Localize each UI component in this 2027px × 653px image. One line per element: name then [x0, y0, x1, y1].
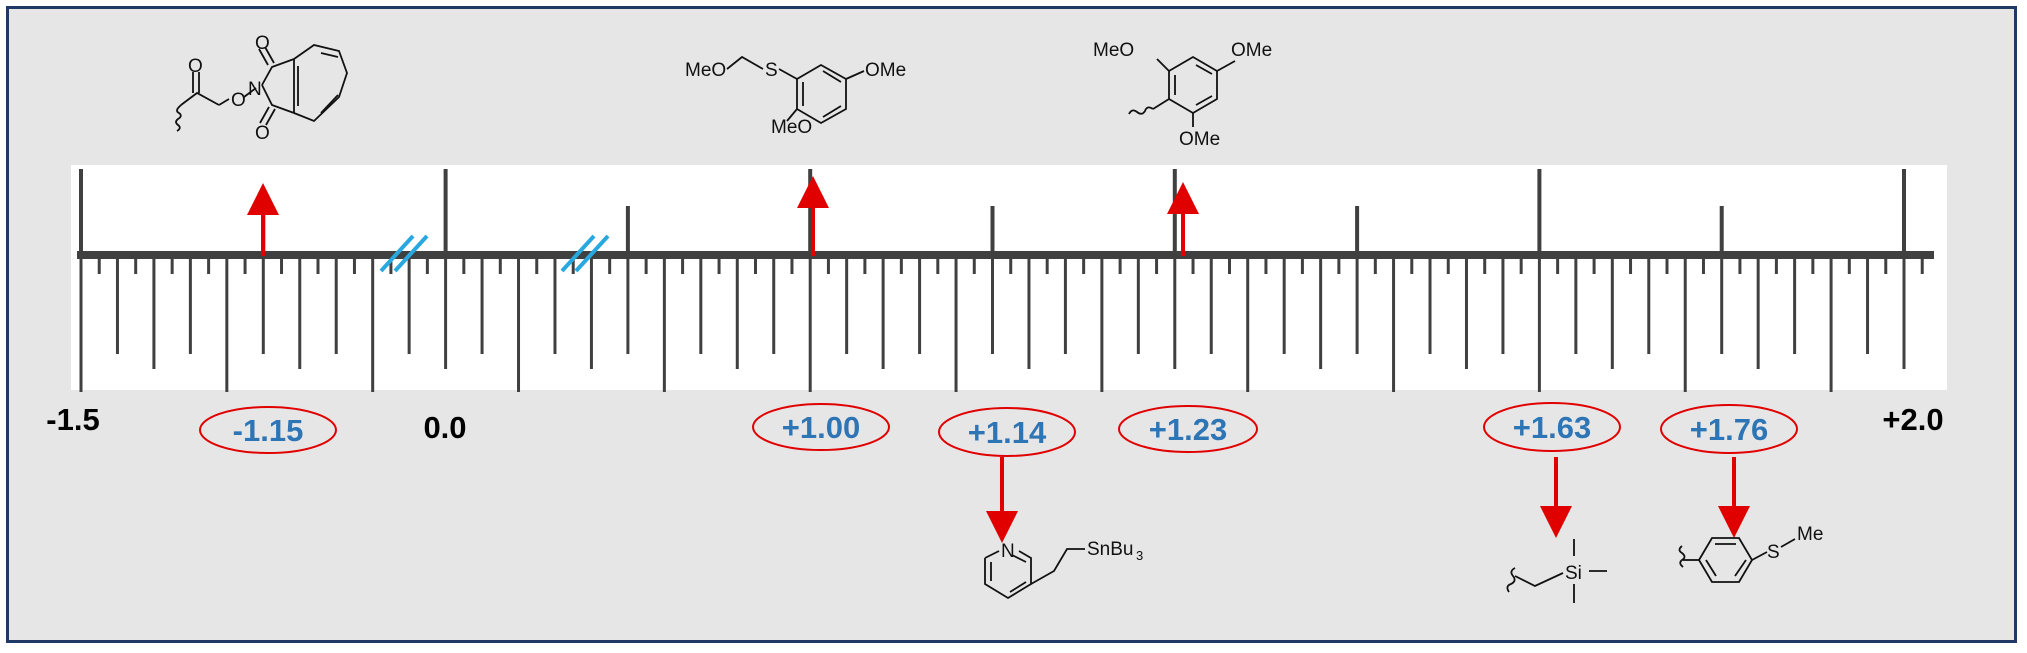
svg-text:+1.00: +1.00: [782, 410, 860, 445]
trimethoxy-meo: MeO: [1093, 40, 1134, 61]
pyridyl-snbu: SnBu: [1087, 539, 1133, 560]
thioether-s: S: [765, 60, 778, 81]
phthalimide-n: N: [248, 79, 262, 100]
structure-trimethoxyphenyl: [1128, 55, 1236, 127]
axis-end-label: +2.0: [1882, 402, 1943, 437]
structure-pyridyl-stannane: [984, 548, 1085, 600]
marker-label-2: +1.00: [752, 403, 890, 451]
structure-phthalimide-ester: [175, 44, 348, 132]
ruler-strip: [71, 165, 1947, 390]
thioanisole-s: S: [1767, 542, 1780, 563]
trimethoxy-ome1: OMe: [1231, 40, 1272, 61]
silane-si: Si: [1565, 563, 1582, 584]
structure-thioether-aryl: [726, 55, 865, 125]
thioether-meo2: MeO: [771, 117, 812, 138]
marker-label-6: +1.76: [1660, 404, 1798, 454]
marker-label-3: +1.14: [938, 407, 1076, 457]
thioether-ome: OMe: [865, 60, 906, 81]
pyridyl-sub: 3: [1136, 548, 1143, 563]
redox-scale-figure: -1.5 0.0 +2.0 -1.15 +1.00 +1.14 +1.23 +1…: [46, 33, 1947, 603]
structure-silane: [1506, 539, 1607, 603]
figure-frame: -1.5 0.0 +2.0 -1.15 +1.00 +1.14 +1.23 +1…: [6, 6, 2017, 643]
thioanisole-me: Me: [1797, 524, 1823, 545]
structure-thioanisole: [1678, 537, 1796, 583]
phthalimide-o4: O: [255, 123, 270, 144]
phthalimide-o3: O: [231, 90, 246, 111]
svg-text:+1.23: +1.23: [1149, 412, 1227, 447]
axis-start-label: -1.5: [46, 402, 99, 437]
marker-label-5: +1.63: [1483, 402, 1621, 452]
svg-text:+1.63: +1.63: [1513, 410, 1591, 445]
axis-break-1: [379, 234, 429, 273]
axis-break-2: [560, 234, 610, 273]
pyridyl-n: N: [1001, 541, 1015, 562]
svg-text:+1.14: +1.14: [968, 415, 1047, 450]
marker-label-4: +1.23: [1118, 405, 1258, 453]
marker-label-1: -1.15: [199, 406, 337, 454]
svg-text:+1.76: +1.76: [1690, 412, 1768, 447]
thioether-meo1: MeO: [685, 60, 726, 81]
phthalimide-o1: O: [188, 56, 203, 77]
trimethoxy-ome2: OMe: [1179, 129, 1220, 150]
axis-zero-label: 0.0: [423, 410, 466, 445]
svg-text:-1.15: -1.15: [233, 413, 304, 448]
phthalimide-o2: O: [255, 33, 270, 54]
